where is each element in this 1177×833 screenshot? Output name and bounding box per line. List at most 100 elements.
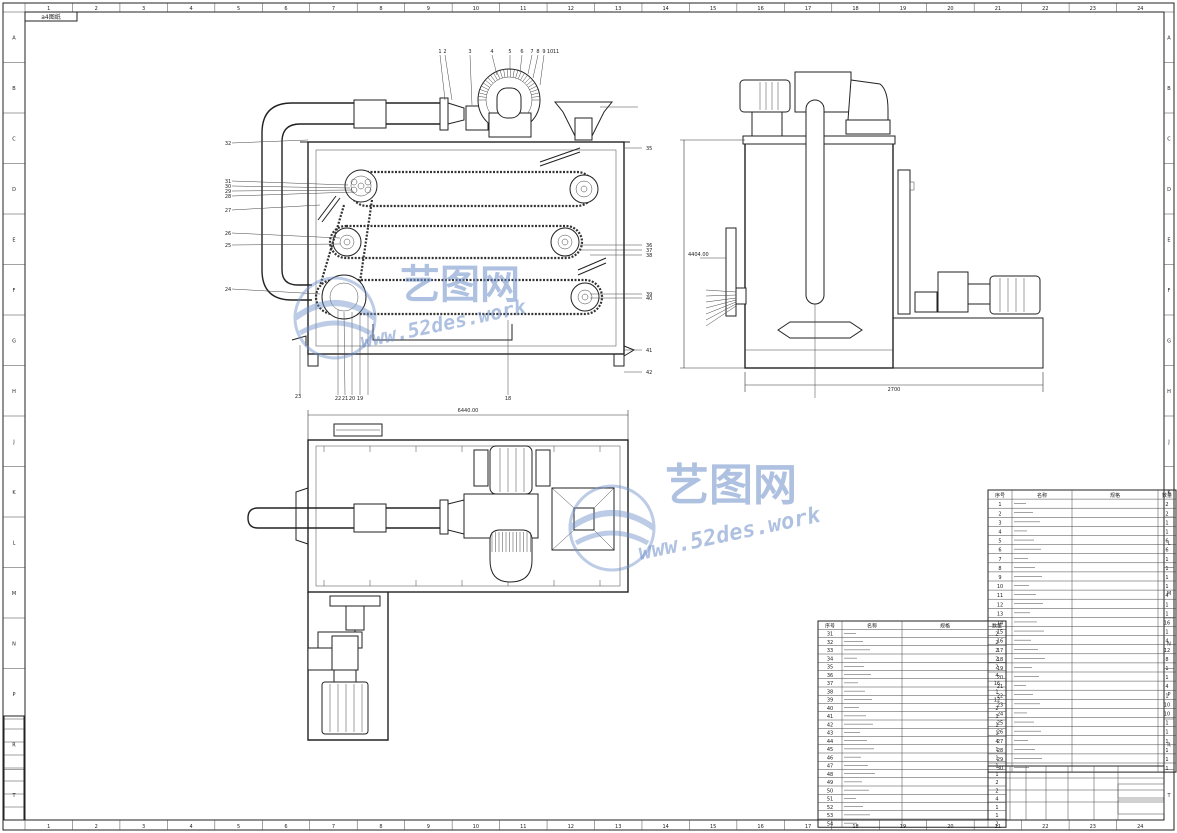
bom-row-quantity: 1 — [1165, 611, 1168, 617]
bom-row-quantity: 2 — [995, 665, 998, 671]
callout-bottom: 19 — [357, 396, 363, 402]
bom-row-quantity: 2 — [1165, 502, 1168, 508]
watermark-brand-2: 艺图网 — [665, 460, 797, 511]
zone-right-label: A — [1167, 35, 1171, 41]
bom-row-quantity: 1 — [995, 731, 998, 737]
conveyor-upper — [344, 169, 599, 208]
callout-top: 4 — [490, 49, 493, 55]
callout-top: 11 — [553, 49, 559, 55]
bom-row-number: 4 — [998, 530, 1001, 536]
bom-row-quantity: 1 — [1165, 766, 1168, 772]
zone-bottom-label: 17 — [805, 824, 811, 830]
bom-row-number: 14 — [997, 621, 1003, 627]
bom-row-number: 38 — [827, 689, 833, 695]
bom-row-number: 29 — [997, 757, 1003, 763]
callout-top: 8 — [536, 49, 539, 55]
callout-left: 32 — [225, 141, 231, 147]
zone-top-label: 17 — [805, 6, 811, 12]
bom-header-cell: 序号 — [995, 492, 1005, 499]
zone-bottom-label: 9 — [427, 824, 430, 830]
zone-top-label: 12 — [568, 6, 574, 12]
front-duct-outer — [261, 102, 442, 301]
zone-left-label: T — [11, 793, 16, 799]
zone-bottom-label: 1 — [47, 824, 50, 830]
zone-left-label: E — [12, 237, 15, 243]
bom-row-quantity: 1 — [995, 722, 998, 728]
zone-top-label: 4 — [190, 6, 193, 12]
bom-row-quantity: 2 — [995, 780, 998, 786]
bom-row-number: 23 — [997, 702, 1003, 708]
zone-left-label: M — [12, 591, 16, 597]
bom-row-number: 17 — [997, 648, 1003, 654]
bom-row-quantity: 1 — [1165, 730, 1168, 736]
bom-row-quantity: 4 — [995, 673, 998, 679]
bom-row-quantity: 2 — [995, 706, 998, 712]
bom-row-quantity: 2 — [995, 788, 998, 794]
bom-row-quantity: 1 — [1165, 584, 1168, 590]
side-height-dimension: 4404.00 — [688, 252, 709, 258]
front-fan — [465, 68, 541, 138]
bom-row-number: 12 — [997, 602, 1003, 608]
callout-right: 38 — [646, 253, 652, 259]
bom-row-number: 25 — [997, 721, 1003, 727]
callout-top: 5 — [508, 49, 511, 55]
callout-top: 7 — [530, 49, 533, 55]
bom-row-quantity: 2 — [995, 821, 998, 827]
bom-row-number: 31 — [827, 632, 833, 638]
zone-bottom-label: 6 — [284, 824, 287, 830]
bom-row-quantity: 1 — [1165, 575, 1168, 581]
zone-top-label: 6 — [284, 6, 287, 12]
watermark-url-2: www.52des.work — [636, 503, 823, 566]
zone-left-label: N — [12, 641, 16, 647]
zone-top-label: 20 — [947, 6, 953, 12]
zone-bottom-label: 23 — [1090, 824, 1096, 830]
zone-top-label: 21 — [995, 6, 1001, 12]
bom-row-number: 41 — [827, 714, 833, 720]
front-hopper — [553, 101, 614, 141]
bom-row-number: 16 — [997, 639, 1003, 645]
duct-flange — [353, 99, 387, 129]
callout-left: 30 — [225, 184, 231, 190]
zone-bottom-label: 7 — [332, 824, 335, 830]
bom-row-quantity: 12 — [994, 698, 1000, 704]
callout-right: 39 — [646, 292, 652, 298]
bom-row-number: 22 — [997, 693, 1003, 699]
bom-row-quantity: 12 — [1164, 648, 1170, 654]
zone-bottom-label: 10 — [473, 824, 479, 830]
zone-right-label: N — [1167, 641, 1171, 647]
bom-row-quantity: 2 — [995, 632, 998, 638]
zone-left-label: G — [12, 338, 16, 344]
bom-row-quantity: 1 — [1165, 739, 1168, 745]
bom-row-number: 40 — [827, 706, 833, 712]
bom-row-number: 11 — [997, 593, 1003, 599]
bom-row-quantity: 2 — [1165, 511, 1168, 517]
bom-header-cell: 数量 — [992, 622, 1002, 629]
zone-left-label: C — [12, 136, 16, 142]
callout-left: 26 — [225, 231, 231, 237]
zone-left-label: A — [12, 35, 16, 41]
zone-right-label: L — [1168, 540, 1171, 546]
zone-top-label: 2 — [95, 6, 98, 12]
zone-right-label: E — [1167, 237, 1170, 243]
bom-row-number: 37 — [827, 681, 833, 687]
zone-bottom-label: 4 — [190, 824, 193, 830]
bom-row-number: 47 — [827, 764, 833, 770]
bom-row-number: 27 — [997, 739, 1003, 745]
zone-left-label: R — [12, 742, 16, 748]
bom-row-quantity: 1 — [1165, 566, 1168, 572]
zone-left-label: J — [12, 439, 14, 445]
bom-row-number: 44 — [827, 739, 833, 745]
zone-top-label: 11 — [520, 6, 526, 12]
bom-row-number: 50 — [827, 788, 833, 794]
bom-row-number: 26 — [997, 730, 1003, 736]
bom-row-number: 49 — [827, 780, 833, 786]
bom-row-quantity: 1 — [1165, 748, 1168, 754]
callout-top: 1 — [438, 49, 441, 55]
callout-top: 6 — [520, 49, 523, 55]
callout-bottom: 21 — [342, 396, 348, 402]
bom-row-number: 32 — [827, 640, 833, 646]
zone-bottom-label: 2 — [95, 824, 98, 830]
bom-row-quantity: 8 — [1165, 657, 1168, 663]
